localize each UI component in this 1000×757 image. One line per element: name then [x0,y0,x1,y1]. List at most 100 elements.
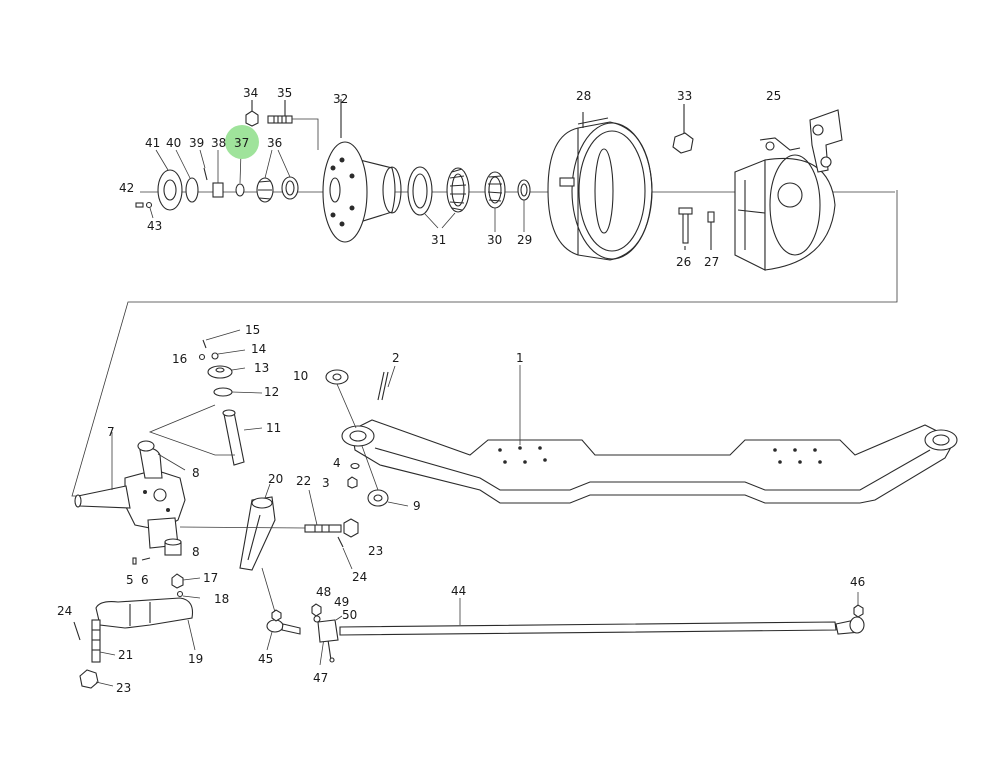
washer-part-12 [213,387,263,397]
callout-46: 46 [850,575,865,589]
callout-41: 41 [145,136,160,150]
callout-6: 6 [141,573,149,587]
grease-fitting-part-14 [211,349,246,360]
cap-part-13 [207,365,246,379]
cotter-pin-part-24-left [73,621,81,641]
callout-30: 30 [487,233,502,247]
callout-27: 27 [704,255,719,269]
callout-43: 43 [147,219,162,233]
callout-24-left: 24 [57,604,72,618]
callout-34: 34 [243,86,258,100]
pitman-arm-part-20 [239,483,276,613]
callout-16: 16 [172,352,187,366]
screw-part-15 [202,329,241,349]
callout-31: 31 [431,233,446,247]
callout-15: 15 [245,323,260,337]
callout-38: 38 [211,136,226,150]
pin-part-39 [199,149,208,181]
stud-part-2 [377,365,396,401]
nut-part-23-middle [343,518,359,538]
steering-knuckle-part-7 [74,432,186,549]
callout-12: 12 [264,385,279,399]
callout-36: 36 [267,136,282,150]
cotter-pin-part-24-middle [337,536,353,570]
nut-part-33 [672,104,694,154]
washer-part-27 [707,211,715,250]
bushing-part-8-lower [164,538,182,556]
seal-part-29 [517,179,531,232]
nut-part-34 [245,100,259,127]
callout-50: 50 [342,608,357,622]
callout-47: 47 [313,671,328,685]
callout-35: 35 [277,86,292,100]
callout-39: 39 [189,136,204,150]
pin-part-6 [141,557,151,561]
callout-7: 7 [107,425,115,439]
callout-37: 37 [234,136,249,150]
callout-29: 29 [517,233,532,247]
callout-25: 25 [766,89,781,103]
callout-8-upper: 8 [192,466,200,480]
nut-part-3 [347,476,358,489]
washer-part-49 [313,615,321,623]
callout-19: 19 [188,652,203,666]
clamp-body-part-50 [317,615,343,643]
nut-part-38 [212,150,224,198]
callout-3: 3 [322,476,330,490]
callout-2: 2 [392,351,400,365]
bearing-part-30 [484,171,506,232]
tie-rod-part-44 [339,598,837,636]
kingpin-part-11 [148,404,263,466]
callout-4: 4 [333,456,341,470]
washer-part-4 [350,462,360,470]
nut-part-23-left [79,669,114,689]
screw-part-42 [135,202,144,208]
callout-5: 5 [126,573,134,587]
bearings-part-36 [256,149,299,203]
callout-33: 33 [677,89,692,103]
bushing-part-9 [361,445,409,507]
brake-drum-part-28 [547,112,653,261]
callout-1: 1 [516,351,524,365]
bushing-part-8-upper [137,440,186,471]
callout-18: 18 [214,592,229,606]
callout-40: 40 [166,136,181,150]
hub-part-32 [322,99,402,243]
cotter-pin-part-18 [176,590,201,599]
callout-32: 32 [333,92,348,106]
washer-part-43 [145,201,154,219]
tie-rod-end-part-46 [835,592,865,635]
bolt-part-5 [132,557,137,565]
brake-assembly [734,109,843,271]
tie-rod-end-part-45 [266,609,301,651]
callout-44: 44 [451,584,466,598]
washer-part-16 [198,353,206,361]
callout-45: 45 [258,652,273,666]
callout-10: 10 [293,369,308,383]
hub-cap-part-41 [155,149,183,211]
callout-13: 13 [254,361,269,375]
callout-labels: 1 2 3 4 5 6 7 8 8 9 10 11 12 13 14 15 16… [57,86,865,695]
callout-20: 20 [268,472,283,486]
bolt-part-26 [678,207,693,250]
callout-26: 26 [676,255,691,269]
bolt-part-22 [179,489,342,533]
washer-part-10 [325,369,357,429]
callout-22: 22 [296,474,311,488]
callout-49: 49 [334,595,349,609]
steering-arm-part-19 [95,597,196,651]
callout-48: 48 [316,585,331,599]
bearing-races-part-31 [407,166,470,229]
callout-42: 42 [119,181,134,195]
callout-21: 21 [118,648,133,662]
highlight-circle-part-37 [225,125,259,159]
callout-9: 9 [413,499,421,513]
stud-part-35 [267,100,319,150]
nut-part-17 [171,573,201,589]
callout-17: 17 [203,571,218,585]
callout-23-left: 23 [116,681,131,695]
callout-11: 11 [266,421,281,435]
nut-part-48 [311,603,322,617]
callout-8-lower: 8 [192,545,200,559]
